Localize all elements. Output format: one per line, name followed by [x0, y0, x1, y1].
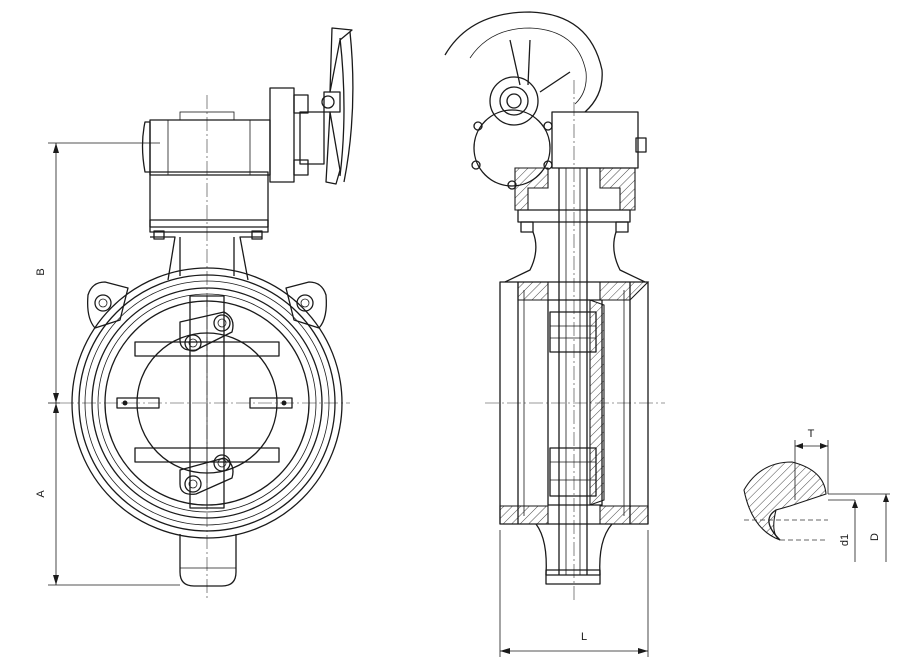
flange-section-detail: [743, 461, 890, 541]
dimension-label-l: L: [581, 631, 587, 643]
side-view: [444, 11, 665, 600]
dimension-label-d: D: [869, 533, 881, 541]
lower-hub: [179, 454, 234, 495]
left-lug: [87, 281, 129, 329]
dimension-lines: [48, 142, 889, 657]
dimension-label-a: A: [35, 490, 47, 498]
dimension-label-t: T: [808, 428, 815, 440]
front-view: [60, 27, 354, 600]
dimension-label-b: B: [35, 268, 47, 275]
dimension-label-d1: d1: [839, 534, 851, 546]
upper-hub: [179, 311, 234, 352]
